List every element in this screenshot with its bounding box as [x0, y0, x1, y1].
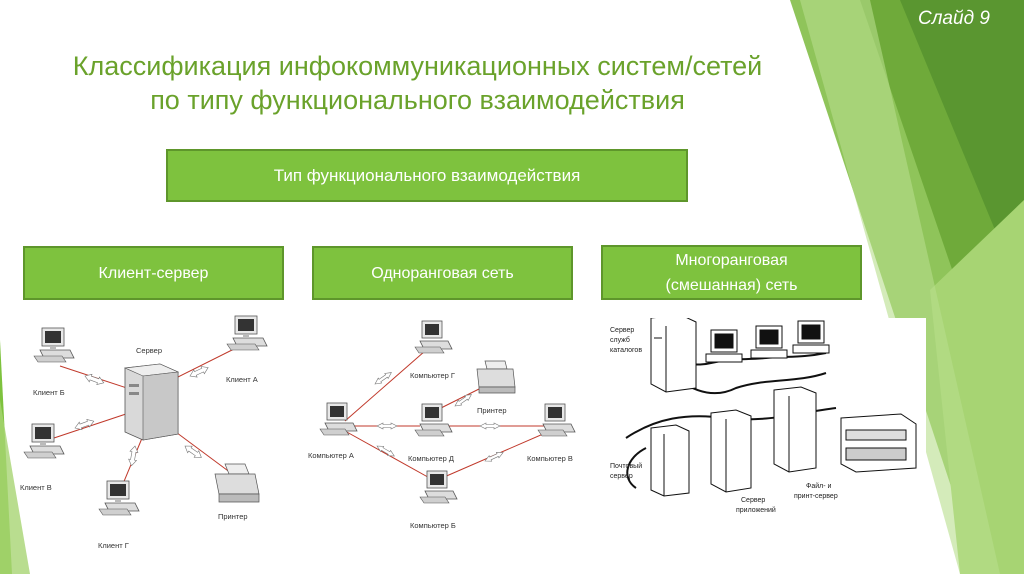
file-print-server-label-1: Файл- и: [806, 482, 831, 490]
category-label-line-1: Многоранговая: [675, 251, 788, 269]
mail-server-label-1: Почтовый: [610, 462, 642, 470]
computer-g-label: Компьютер Г: [410, 371, 455, 380]
client-b-icon: [33, 327, 75, 363]
client-server-diagram: Сервер Клиент А Клиент Б Клиент В Клиент…: [20, 315, 268, 550]
workstation-icon: [750, 325, 788, 359]
category-label: Клиент-сервер: [98, 264, 209, 282]
app-server-icon: [710, 409, 752, 493]
directory-server-label-2: служб: [610, 336, 630, 344]
computer-v-icon: [537, 403, 576, 437]
mail-server-label-2: сервер: [610, 473, 633, 480]
app-server-label-2: приложений: [736, 506, 776, 514]
peer-to-peer-diagram: Компьютер Г Компьютер А Компьютер Д Комп…: [308, 320, 576, 530]
slide-number: Слайд 9: [918, 8, 990, 29]
directory-server-icon: [650, 318, 697, 393]
client-g-label: Клиент Г: [98, 541, 129, 550]
server-label: Сервер: [136, 346, 162, 355]
printer-icon: [840, 413, 917, 473]
category-box-mixed: Многоранговая (смешанная) сеть: [601, 245, 862, 300]
file-print-server-icon: [773, 386, 817, 473]
app-server-label-1: Сервер: [741, 497, 765, 504]
workstation-icon: [792, 320, 830, 354]
computer-a-label: Компьютер А: [308, 451, 354, 460]
mixed-network-diagram: Сервер служб каталогов Почтовый сервер С…: [596, 318, 926, 528]
computer-d-icon: [414, 403, 453, 437]
directory-server-label-3: каталогов: [610, 347, 642, 354]
mail-server-icon: [650, 424, 690, 497]
directory-server-label-1: Сервер: [610, 327, 634, 334]
file-print-server-label-2: принт-сервер: [794, 493, 838, 500]
client-v-icon: [23, 423, 65, 459]
workstation-icon: [705, 329, 743, 363]
page-title: Классификация инфокоммуникационных систе…: [20, 49, 815, 117]
server-icon: [123, 363, 180, 441]
computer-b-label: Компьютер Б: [410, 521, 456, 530]
computer-a-icon: [319, 402, 358, 436]
category-label: Одноранговая сеть: [371, 264, 514, 282]
category-box-client-server: Клиент-сервер: [23, 246, 284, 300]
category-label-line-2: (смешанная) сеть: [665, 276, 798, 294]
printer-label: Принтер: [218, 512, 248, 521]
title-line-2: по типу функционального взаимодействия: [150, 85, 685, 115]
computer-v-label: Компьютер В: [527, 454, 573, 463]
title-line-1: Классификация инфокоммуникационных систе…: [72, 51, 763, 81]
printer-icon: [476, 360, 516, 394]
printer-label: Принтер: [477, 406, 507, 415]
printer-icon: [214, 463, 260, 503]
client-g-icon: [98, 480, 140, 516]
computer-d-label: Компьютер Д: [408, 454, 454, 463]
category-box-peer-to-peer: Одноранговая сеть: [312, 246, 573, 300]
client-v-label: Клиент В: [20, 483, 52, 492]
client-b-label: Клиент Б: [33, 388, 65, 397]
root-category-box: Тип функционального взаимодействия: [166, 149, 688, 202]
client-a-label: Клиент А: [226, 375, 258, 384]
computer-g-icon: [414, 320, 453, 354]
client-a-icon: [226, 315, 268, 351]
